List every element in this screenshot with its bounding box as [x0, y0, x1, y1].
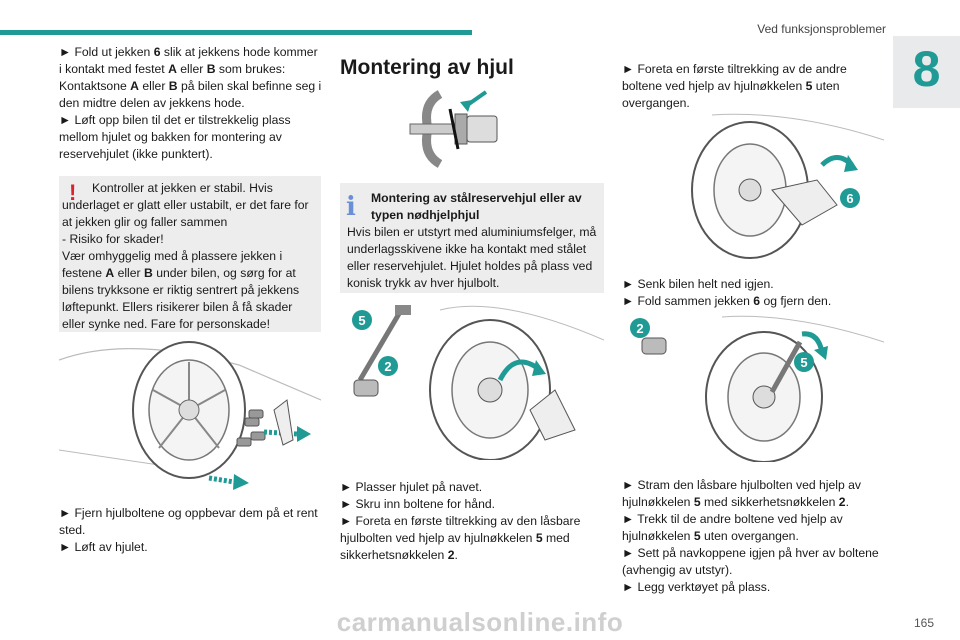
info-title: Montering av stålreservehjul eller av ty… — [371, 191, 582, 222]
watermark: carmanualsonline.info — [336, 607, 624, 637]
callout-label: 5 — [800, 355, 807, 370]
paragraph: ► Fold sammen jekken 6 og fjern den. — [622, 294, 832, 308]
chapter-number: 8 — [912, 41, 941, 97]
paragraph: ► Skru inn boltene for hånd. — [340, 497, 496, 511]
exclamation-icon: ! — [69, 180, 77, 205]
callout-label: 6 — [846, 191, 853, 206]
column-1-bottom: ► Fjern hjulboltene og oppbevar dem på e… — [59, 505, 323, 556]
column-3-bottom: ► Stram den låsbare hjulbolten ved hjelp… — [622, 477, 884, 596]
info-box — [340, 183, 604, 293]
column-3-top: ► Foreta en første tiltrekking av de and… — [622, 61, 884, 112]
paragraph: ► Senk bilen helt ned igjen. — [622, 277, 774, 291]
info-body: Hvis bilen er utstyrt med aluminiumsfelg… — [347, 225, 597, 290]
paragraph: ► Sett på navkoppene igjen på hver av bo… — [622, 546, 879, 577]
paragraph: ► Trekk til de andre boltene ved hjelp a… — [622, 512, 843, 543]
chapter-tab: 8 — [893, 36, 960, 108]
wheel-removal-illustration — [59, 341, 321, 490]
paragraph: ► Fold ut jekken 6 slik at jekkens hode … — [59, 45, 322, 110]
column-2-bottom: ► Plasser hjulet på navet. ► Skru inn bo… — [340, 479, 604, 564]
header-accent-bar — [0, 30, 472, 35]
bolt-tightening-illustration: 6 — [691, 113, 884, 259]
section-title: Ved funksjonsproblemer — [757, 22, 886, 36]
paragraph: ► Løft av hjulet. — [59, 540, 148, 554]
callout-label: 2 — [636, 321, 643, 336]
column-3-middle: ► Senk bilen helt ned igjen. ► Fold samm… — [622, 276, 884, 310]
final-tightening-illustration: 2 5 — [630, 315, 884, 462]
wheel-mounting-illustration: 5 2 — [352, 305, 604, 460]
warning-line: - Risiko for skader! — [62, 232, 164, 246]
warning-box: ! — [59, 176, 321, 332]
warning-line: Vær omhyggelig med å plassere jekken i f… — [62, 249, 300, 331]
warning-text: Kontroller at jekken er stabil. Hvis und… — [62, 180, 318, 333]
paragraph: ► Legg verktøyet på plass. — [622, 580, 771, 594]
warning-line: Kontroller at jekken er stabil. Hvis und… — [62, 181, 309, 229]
column-1-top: ► Fold ut jekken 6 slik at jekkens hode … — [59, 44, 323, 163]
paragraph: ► Foreta en første tiltrekking av den lå… — [340, 514, 581, 562]
wheel-bolt-illustration — [409, 90, 498, 168]
callout-label: 5 — [358, 313, 365, 328]
paragraph: ► Fjern hjulboltene og oppbevar dem på e… — [59, 506, 318, 537]
paragraph: ► Løft opp bilen til det er tilstrekkeli… — [59, 113, 291, 161]
paragraph: ► Plasser hjulet på navet. — [340, 480, 483, 494]
paragraph: ► Foreta en første tiltrekking av de and… — [622, 62, 847, 110]
section-heading: Montering av hjul — [340, 56, 514, 79]
paragraph: ► Stram den låsbare hjulbolten ved hjelp… — [622, 478, 862, 509]
callout-label: 2 — [384, 359, 391, 374]
page-number: 165 — [913, 616, 934, 630]
info-icon: i — [346, 192, 356, 222]
info-text: Montering av stålreservehjul eller av ty… — [347, 190, 599, 292]
